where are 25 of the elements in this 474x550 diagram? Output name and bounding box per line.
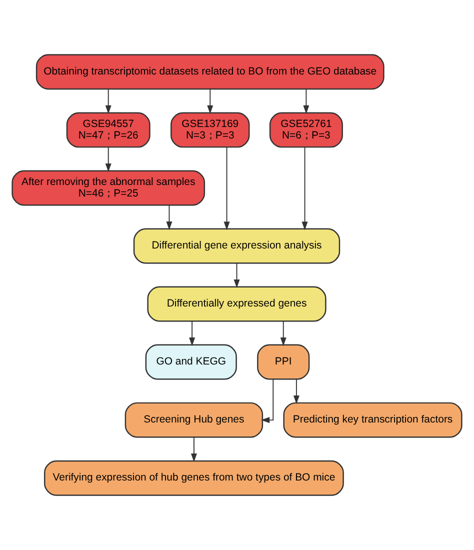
arrow <box>303 88 310 114</box>
arrow <box>207 88 214 114</box>
arrow <box>190 436 197 462</box>
node-box: Differentially expressed genes <box>147 286 326 322</box>
node-box: Predicting key transcription factors <box>283 402 462 438</box>
node-box: Verifying expression of hub genes from two types of BO mice <box>44 460 344 496</box>
arrow <box>166 204 172 230</box>
node-box: After removing the abnormal samples N=46；P=25 <box>12 170 206 206</box>
arrow <box>105 146 112 172</box>
node-box: GSE137169 N=3；P=3 <box>170 112 250 148</box>
arrow <box>105 88 112 114</box>
arrow <box>293 378 300 404</box>
arrow <box>302 146 308 230</box>
node-box: Obtaining transcriptomic datasets related to BO from the GEO database <box>36 54 384 90</box>
arrow <box>261 378 274 424</box>
node-box: Differential gene expression analysis <box>133 228 340 264</box>
node-box: GSE52761 N=6；P=3 <box>269 112 343 148</box>
node-box: GSE94557 N=47；P=26 <box>66 112 150 148</box>
node-box: Screening Hub genes <box>124 402 264 438</box>
arrow <box>280 320 286 346</box>
arrow <box>224 146 230 230</box>
node-box: GO and KEGG <box>145 344 237 380</box>
node-box: PPI <box>257 344 310 380</box>
arrow <box>234 262 240 288</box>
arrow <box>189 320 196 346</box>
